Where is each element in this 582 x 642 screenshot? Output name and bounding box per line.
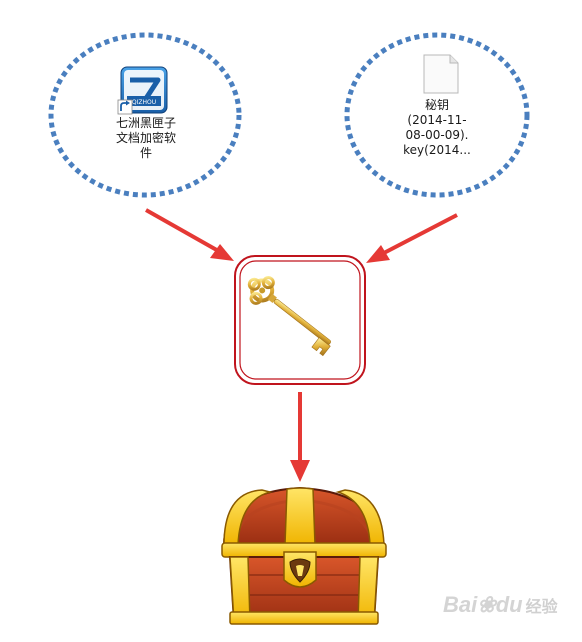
watermark-suffix: 经验 (525, 599, 558, 616)
paw-icon: ❀ (477, 592, 496, 617)
key-file-label: 秘钥 (2014-11- 08-00-09). key(2014... (392, 98, 482, 158)
arrow-right-to-key (366, 213, 458, 263)
key-label-line-4: key(2014... (403, 143, 471, 157)
qizhou-app-icon[interactable]: QIZHOU (117, 66, 168, 115)
dotted-circle-left (48, 32, 242, 198)
arrow-left-to-key (145, 208, 234, 261)
watermark-paw: du (495, 592, 523, 617)
svg-text:QIZHOU: QIZHOU (132, 99, 156, 106)
dotted-circle-right (344, 32, 530, 198)
app-label-line-1: 七洲黑匣子 (115, 116, 176, 130)
app-label-line-3: 件 (139, 146, 152, 160)
golden-key-icon (247, 276, 331, 357)
app-label-line-2: 文档加密软 (115, 131, 176, 145)
key-label-line-3: 08-00-09). (405, 128, 469, 142)
key-label-line-1: 秘钥 (424, 98, 449, 112)
treasure-chest-icon (221, 486, 387, 625)
arrow-key-to-chest (290, 392, 310, 482)
blank-file-icon[interactable] (423, 54, 459, 94)
app-icon-label: 七洲黑匣子 文档加密软 件 (98, 116, 194, 161)
key-label-line-2: (2014-11- (407, 113, 467, 127)
watermark-text: Bai (443, 592, 478, 617)
